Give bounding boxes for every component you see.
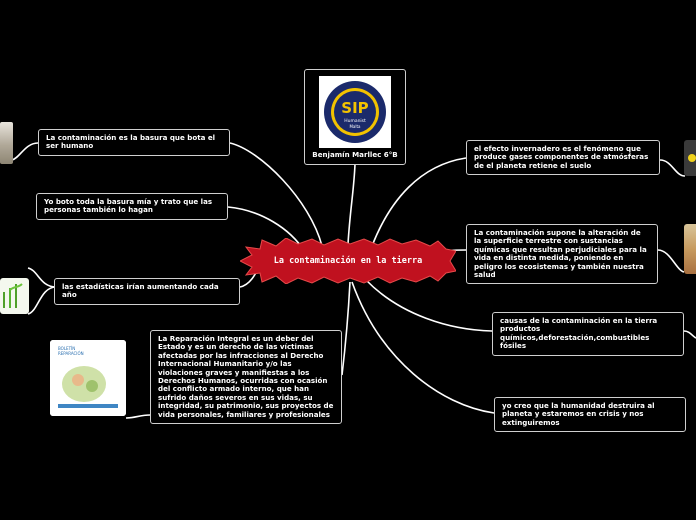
pollution-photo-left-top[interactable] xyxy=(0,122,13,164)
reparation-booklet-cover[interactable]: BOLETÍN REPARACIÓN xyxy=(50,340,126,416)
right-topic-1[interactable]: el efecto invernadero es el fenómeno que… xyxy=(466,140,660,176)
plant-photo-left[interactable] xyxy=(0,278,29,314)
link-img-right-mid xyxy=(657,249,685,273)
central-topic[interactable]: La contaminación en la tierra xyxy=(240,238,456,284)
link-img-left-mid-b xyxy=(27,286,57,315)
central-burst-shape xyxy=(240,238,456,284)
sip-seal-letters: SIP xyxy=(341,99,368,117)
link-logo xyxy=(347,163,356,245)
right-topic-3[interactable]: causas de la contaminación en la tierra … xyxy=(492,312,684,356)
left-topic-1[interactable]: La contaminación es la basura que bota e… xyxy=(38,129,230,156)
right-topic-4[interactable]: yo creo que la humanidad destruira al pl… xyxy=(494,397,686,433)
booklet-title-1: BOLETÍN xyxy=(58,346,75,351)
logo-card[interactable]: SIP Humanist Malta Benjamín Marllec 6°B xyxy=(304,69,406,165)
link-img-right-3 xyxy=(683,330,696,339)
booklet-title-2: REPARACIÓN xyxy=(58,351,84,356)
sip-seal-sub2: Malta xyxy=(349,124,361,129)
logo-caption: Benjamín Marllec 6°B xyxy=(312,150,398,159)
link-img-left-top xyxy=(11,142,39,161)
right-topic-2[interactable]: La contaminación supone la alteración de… xyxy=(466,224,658,285)
greenhouse-photo-right[interactable] xyxy=(684,140,696,176)
left-topic-3[interactable]: las estadísticas irían aumentando cada a… xyxy=(54,278,240,305)
sun-icon xyxy=(688,154,696,162)
link-right-3 xyxy=(365,279,493,332)
booklet-illustration: BOLETÍN REPARACIÓN xyxy=(50,340,126,416)
link-img-right-top xyxy=(659,159,686,177)
plant-icon xyxy=(3,283,23,308)
link-right-1 xyxy=(371,157,467,247)
soil-photo-right[interactable] xyxy=(684,224,696,274)
left-topic-4[interactable]: La Reparación Integral es un deber del E… xyxy=(150,330,342,425)
sip-seal-icon: SIP Humanist Malta xyxy=(324,81,386,143)
sip-seal-sub1: Humanist xyxy=(344,118,366,124)
central-topic-label: La contaminación en la tierra xyxy=(273,256,423,266)
link-img-booklet xyxy=(125,414,151,419)
left-topic-2[interactable]: Yo boto toda la basura mía y trato que l… xyxy=(36,193,228,220)
link-left-4 xyxy=(341,281,351,376)
sip-logo-image: SIP Humanist Malta xyxy=(319,76,391,148)
link-left-1 xyxy=(229,142,323,247)
link-img-left-mid-a xyxy=(27,267,57,288)
link-right-4 xyxy=(351,281,495,414)
